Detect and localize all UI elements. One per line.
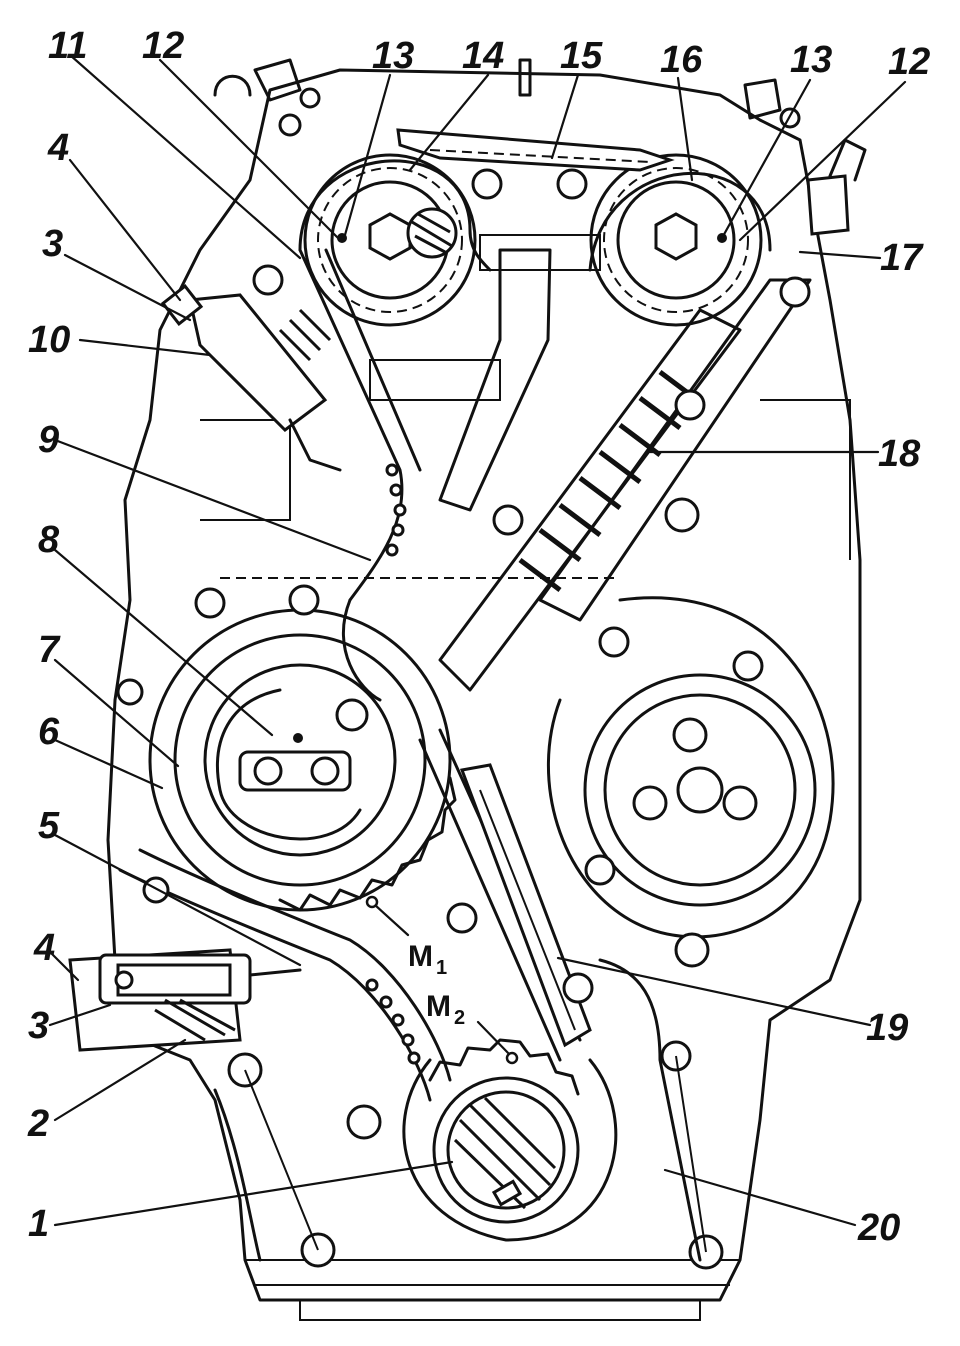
callout-4-upper: 4 [47, 127, 69, 169]
callout-2: 2 [27, 1103, 49, 1145]
pump-sprocket [547, 596, 835, 968]
upper-tensioner-body [160, 284, 342, 472]
gear-teeth [278, 776, 580, 1096]
camshaft-sprocket-left [303, 153, 477, 327]
mark-m2-sub: 2 [454, 1007, 465, 1029]
mark-m1-sub: 1 [436, 957, 447, 979]
chain-links [365, 463, 421, 1065]
hydraulic-tensioner-upper [438, 276, 812, 692]
callout-13-left: 13 [372, 35, 414, 77]
callout-labels: 11 12 13 14 15 16 13 12 4 3 10 17 9 18 8… [27, 25, 930, 1249]
callout-9: 9 [38, 419, 59, 461]
callout-18: 18 [878, 433, 921, 475]
callout-3-upper: 3 [42, 223, 63, 265]
callout-3-lower: 3 [28, 1005, 49, 1047]
lower-housing [213, 958, 702, 1262]
callout-20: 20 [857, 1207, 900, 1249]
callout-13-right: 13 [790, 39, 832, 81]
callout-7: 7 [38, 629, 61, 671]
mark-m2-letter: M [426, 990, 451, 1023]
lower-tensioner-body [68, 948, 302, 1052]
callout-4-lower: 4 [33, 927, 55, 969]
housing-bolts [116, 264, 724, 1270]
crankshaft-sprocket [402, 1058, 618, 1242]
top-fittings [213, 58, 801, 137]
mark-m1-letter: M [408, 940, 433, 973]
callout-5: 5 [38, 805, 60, 847]
callout-6: 6 [38, 711, 60, 753]
callout-19: 19 [866, 1007, 908, 1049]
callout-16: 16 [660, 39, 703, 81]
leader-lines [48, 53, 907, 1227]
callout-14: 14 [462, 35, 504, 77]
upper-chain-guide [396, 128, 675, 200]
center-chain-slide [438, 248, 552, 512]
callout-15: 15 [560, 35, 603, 77]
camshaft-sprocket-right [589, 153, 763, 327]
camshaft-chain [298, 159, 772, 602]
callout-12-left: 12 [142, 25, 184, 67]
callout-17: 17 [880, 237, 924, 279]
callout-1: 1 [28, 1203, 49, 1245]
callout-10: 10 [28, 319, 70, 361]
callout-12-right: 12 [888, 41, 930, 83]
timing-marks: M 1 M 2 [365, 895, 519, 1065]
callout-8: 8 [38, 519, 60, 561]
callout-11: 11 [48, 25, 87, 67]
lower-chain-guide [446, 763, 594, 1048]
top-right-fitting [806, 138, 867, 236]
